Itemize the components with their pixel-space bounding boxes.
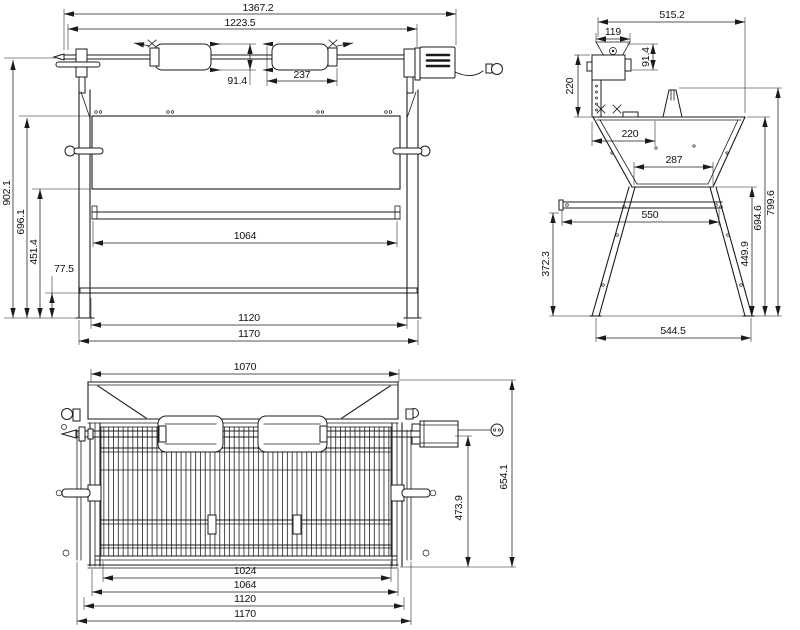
grate-slot (292, 514, 302, 535)
dim-front-body-top-height: 696.1 (15, 209, 27, 235)
dim-top-frame-width: 1120 (234, 593, 256, 605)
front-firebox (91, 110, 401, 190)
grate-slot (207, 514, 217, 535)
dim-top-hood-width: 1070 (234, 361, 257, 373)
side-motor-body (591, 54, 626, 81)
dim-front-fork-length: 237 (294, 69, 311, 81)
spit-rest-post (662, 89, 683, 118)
front-fork-right (262, 39, 354, 73)
dim-side-shelf-depth: 550 (642, 209, 659, 221)
power-cord (454, 70, 484, 77)
motor-mount-plate (414, 47, 421, 81)
dim-top-overall-depth: 654.1 (498, 464, 510, 490)
dim-side-table-edge-depth: 220 (622, 128, 639, 140)
dim-side-motor-bracket-width: 119 (605, 26, 621, 38)
top-spit-rod (60, 408, 421, 442)
front-handles (64, 145, 431, 157)
dim-side-body-top-to-ground: 694.6 (752, 205, 764, 231)
dim-front-overall-width: 1367.2 (243, 2, 274, 14)
side-dimensions: 515.2 119 91.4 220 220 287 550 (540, 9, 782, 342)
power-plug (490, 423, 504, 437)
dim-front-outer-width: 1170 (238, 328, 260, 340)
front-shelves (79, 205, 418, 294)
right-spit-post (403, 48, 416, 78)
dim-top-grate-depth: 473.9 (453, 495, 465, 521)
dim-side-shelf-to-ground: 372.3 (540, 251, 552, 277)
dim-side-foot-span: 544.5 (660, 325, 686, 337)
dim-front-shelf-height: 451.4 (28, 239, 40, 265)
dim-side-motor-column-height: 220 (564, 77, 576, 94)
side-view: 515.2 119 91.4 220 220 287 550 (540, 9, 782, 342)
front-fork-left (133, 39, 221, 73)
hanging-ring (61, 408, 73, 420)
dim-side-firebox-bottom-depth: 287 (666, 154, 683, 166)
front-motor (419, 46, 503, 79)
dim-side-motor-height: 91.4 (640, 47, 652, 67)
dim-side-overall-depth: 515.2 (659, 9, 685, 21)
side-legs (589, 186, 755, 317)
top-fork-left (157, 415, 224, 453)
dim-top-grate-width: 1024 (234, 565, 257, 577)
front-legs (75, 89, 422, 319)
power-plug (491, 63, 503, 75)
side-shelf (558, 199, 723, 211)
dim-front-spit-length: 1223.5 (225, 17, 256, 29)
dim-top-inner-frame-width: 1064 (234, 579, 257, 591)
top-motor (411, 420, 504, 448)
dim-side-leg-section-height: 449.9 (739, 241, 751, 267)
crank-handle (55, 61, 101, 68)
top-fork-right (257, 415, 328, 453)
dim-front-overall-height: 902.1 (1, 180, 13, 206)
spit-tip (60, 429, 77, 439)
front-view: 1367.2 1223.5 91.4 237 902.1 696.1 451. (1, 2, 503, 345)
dim-front-inner-leg-span: 1120 (238, 312, 260, 324)
top-side-handles (55, 484, 437, 557)
dim-side-overall-height: 799.6 (765, 190, 777, 216)
dim-top-overall-width: 1170 (234, 608, 256, 620)
front-spit-assembly (52, 47, 421, 94)
dim-front-fork-height: 91.4 (227, 75, 247, 87)
top-view: 1070 473.9 654.1 1024 1064 1120 1170 (55, 361, 516, 625)
top-dimensions: 1070 473.9 654.1 1024 1064 1120 1170 (76, 361, 516, 625)
top-hood (87, 381, 399, 424)
dim-front-bottom-shelf-height: 77.5 (54, 263, 74, 275)
front-dimensions: 1367.2 1223.5 91.4 237 902.1 696.1 451. (1, 2, 457, 345)
dim-front-shelf-width: 1064 (234, 230, 257, 242)
motor-column (591, 79, 602, 118)
side-firebox-section (592, 89, 746, 188)
top-grill-grate (94, 426, 398, 561)
side-motor-assembly (586, 41, 632, 118)
spit-tip (52, 53, 65, 61)
